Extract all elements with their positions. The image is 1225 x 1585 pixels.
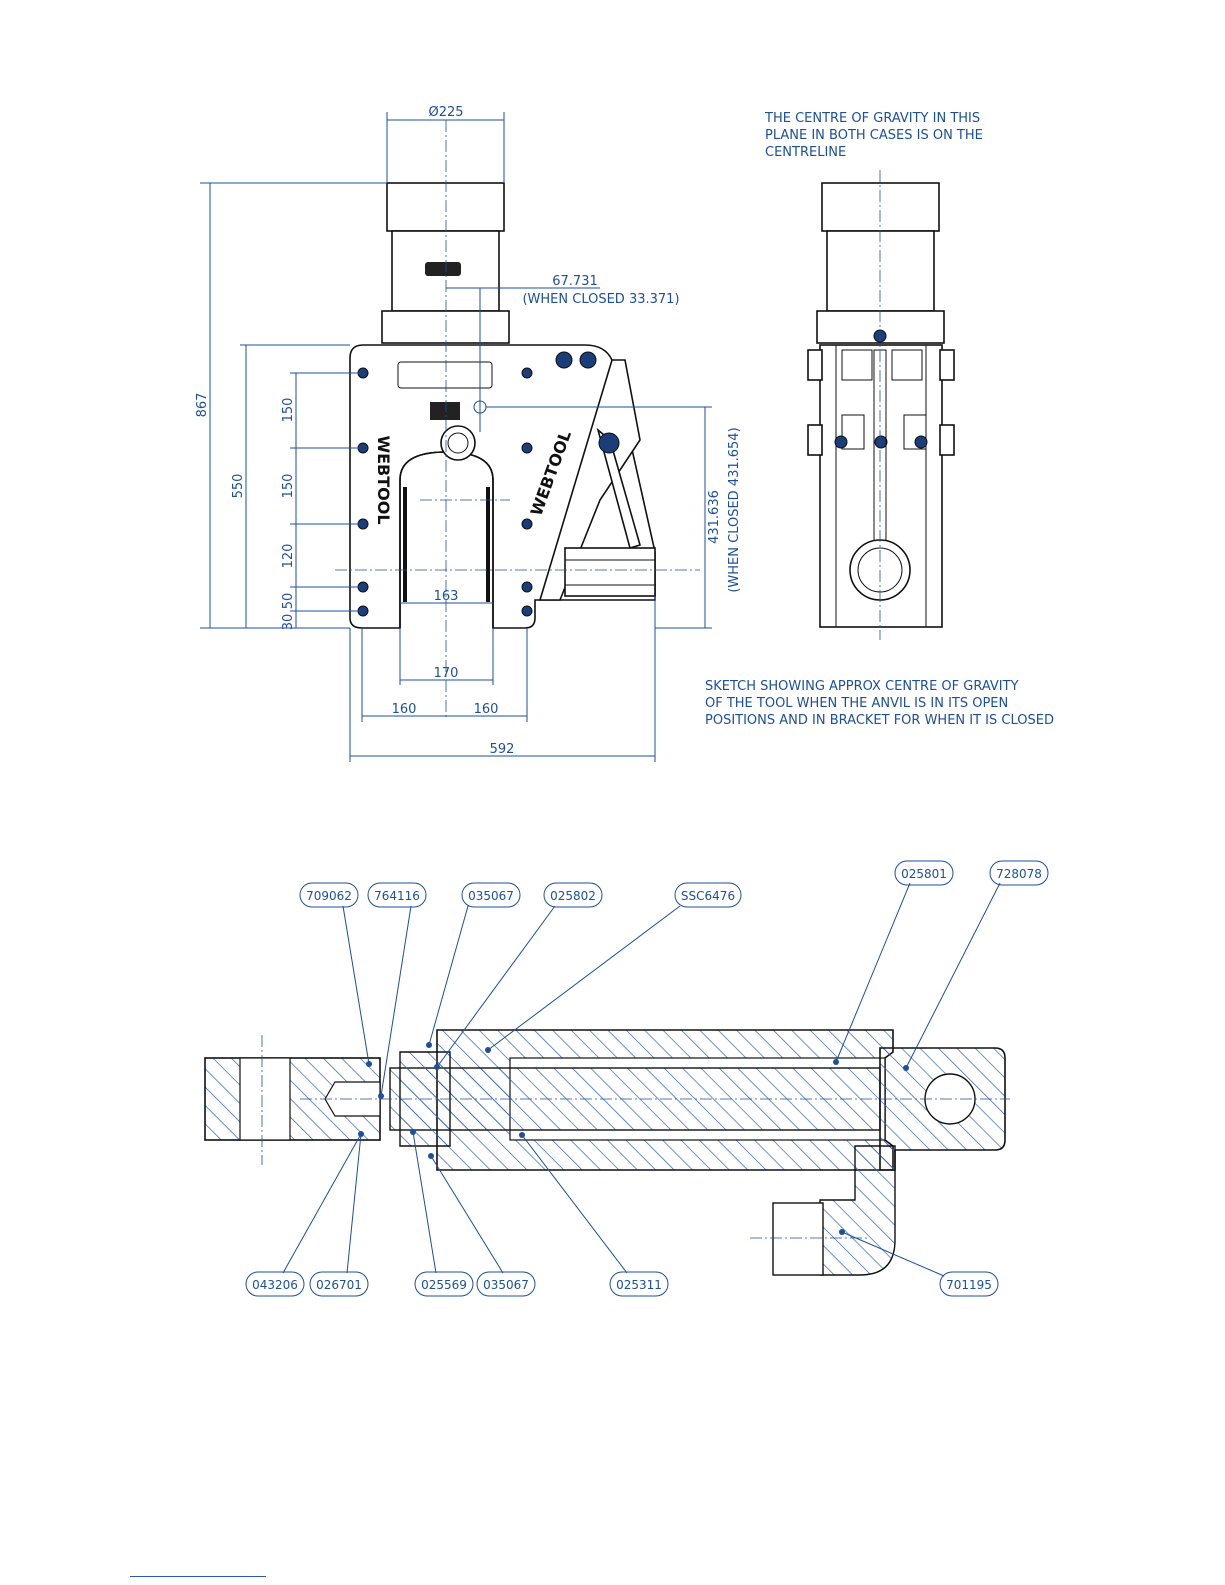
top-right-bolt <box>555 351 573 369</box>
dim-offset-closed: (WHEN CLOSED 33.371) <box>522 292 679 307</box>
dim-pitch-e: 30 <box>281 614 296 631</box>
anvil-arm <box>538 359 641 601</box>
cylinder-cap <box>386 182 505 232</box>
dim-pitch-c: 120 <box>281 544 296 569</box>
dim-height-total: 867 <box>195 393 210 418</box>
slot-edge-right <box>486 487 490 602</box>
dimension-texts: Ø225 67.731 (WHEN CLOSED 33.371) 867 550… <box>195 105 742 757</box>
side-lug-tl <box>807 349 823 381</box>
frame-rating-plate <box>430 402 460 420</box>
tag-025569: 025569 <box>421 1278 467 1292</box>
pivot-hub <box>440 425 476 461</box>
side-lug-ml <box>807 424 823 456</box>
side-bolt-c <box>874 435 888 449</box>
side-lug-mr <box>939 424 955 456</box>
dim-diameter: Ø225 <box>428 105 463 120</box>
dim-pitch-b: 150 <box>281 474 296 499</box>
note-centreline-2: PLANE IN BOTH CASES IS ON THE <box>765 128 983 143</box>
tag-026701: 026701 <box>316 1278 362 1292</box>
note-sketch-2: OF THE TOOL WHEN THE ANVIL IS IN ITS OPE… <box>705 696 1008 711</box>
dim-pitch-a: 150 <box>281 398 296 423</box>
note-centreline-1: THE CENTRE OF GRAVITY IN THIS <box>764 111 980 126</box>
dim-pitch-d: 50 <box>281 593 296 610</box>
side-bolt-r <box>914 435 928 449</box>
brand-mark-left: WEBTOOL <box>374 435 393 524</box>
dim-height-frame: 550 <box>231 474 246 499</box>
dim-half-left: 160 <box>392 702 417 717</box>
arm-pivot-bolt <box>598 432 620 454</box>
anvil-bore <box>239 1057 291 1141</box>
tag-043206: 043206 <box>252 1278 298 1292</box>
dim-offset-open: 67.731 <box>552 274 598 289</box>
footer-rule <box>130 1576 266 1577</box>
front-view: WEBTOOL WEBTOOL <box>335 120 712 720</box>
port-fitting <box>772 1202 824 1276</box>
dim-overall-width: 592 <box>490 742 515 757</box>
leader-lines <box>282 882 1001 1277</box>
tag-709062: 709062 <box>306 889 352 903</box>
side-cylinder-cap <box>821 182 940 232</box>
tag-ssc6476: SSC6476 <box>681 889 735 903</box>
side-block-tl <box>841 349 873 381</box>
pivot-hub-inner <box>447 432 469 454</box>
tag-701195: 701195 <box>946 1278 992 1292</box>
dimension-lines <box>200 112 712 762</box>
tag-728078: 728078 <box>996 867 1042 881</box>
tag-025311: 025311 <box>616 1278 662 1292</box>
notes: THE CENTRE OF GRAVITY IN THIS PLANE IN B… <box>705 111 1054 728</box>
anvil-tip <box>324 1081 381 1117</box>
side-lug-tr <box>939 349 955 381</box>
frame-window <box>397 361 493 389</box>
note-centreline-3: CENTRELINE <box>765 145 846 160</box>
tag-025801: 025801 <box>901 867 947 881</box>
anvil-cylinder <box>564 547 656 597</box>
cylinder-label-plate <box>425 262 461 276</box>
part-tags-bottom: 043206 026701 025569 035067 025311 70119… <box>245 1271 999 1297</box>
dim-cg-height-open: 431.636 <box>707 490 722 544</box>
side-block-mr <box>903 414 927 450</box>
top-right-bolt-2 <box>579 351 597 369</box>
note-sketch-1: SKETCH SHOWING APPROX CENTRE OF GRAVITY <box>705 679 1019 694</box>
dim-gap-width: 170 <box>434 666 459 681</box>
part-tags-top: 709062 764116 035067 025802 SSC6476 0258… <box>299 860 1049 908</box>
side-view <box>807 170 955 640</box>
dim-cg-height-closed: (WHEN CLOSED 431.654) <box>727 427 742 592</box>
tag-025802: 025802 <box>550 889 596 903</box>
dim-gap-inner: 163 <box>434 589 459 604</box>
side-cylinder-body <box>826 230 935 312</box>
side-block-tr <box>891 349 923 381</box>
note-sketch-3: POSITIONS AND IN BRACKET FOR WHEN IT IS … <box>705 713 1054 728</box>
slot-edge-left <box>403 487 407 602</box>
dim-half-right: 160 <box>474 702 499 717</box>
side-bolt-l <box>834 435 848 449</box>
section-view: 709062 764116 035067 025802 SSC6476 0258… <box>204 860 1049 1297</box>
cylinder-flange <box>381 310 510 344</box>
tag-035067-bottom: 035067 <box>483 1278 529 1292</box>
frame-bolts <box>357 367 533 617</box>
tag-764116: 764116 <box>374 889 420 903</box>
tag-035067-top: 035067 <box>468 889 514 903</box>
side-block-ml <box>841 414 865 450</box>
